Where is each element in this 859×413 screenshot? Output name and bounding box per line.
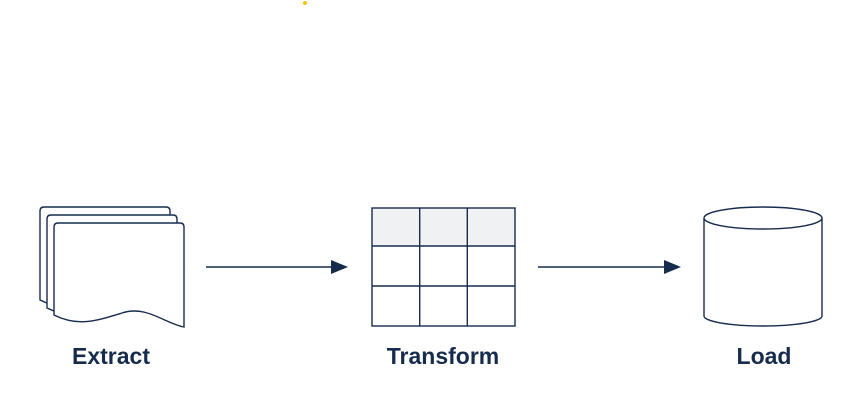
accent-dot (303, 1, 307, 5)
arrow-extract-to-transform (206, 260, 348, 274)
arrow-transform-to-load (538, 260, 681, 274)
label-load: Load (736, 343, 792, 369)
label-transform: Transform (386, 343, 500, 369)
label-extract: Extract (72, 343, 150, 369)
documents-stack-icon (39, 206, 185, 328)
database-cylinder-icon (703, 206, 823, 327)
table-grid-icon (371, 207, 516, 327)
